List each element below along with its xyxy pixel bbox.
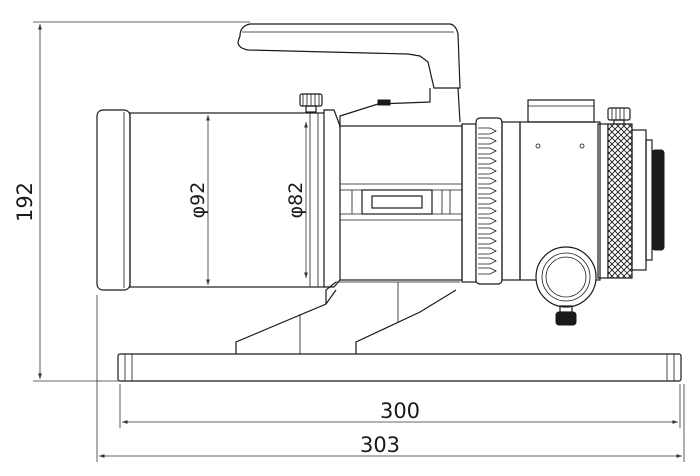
coupling-ridge — [478, 137, 497, 145]
coupling-ridge — [478, 187, 497, 195]
saddle-bracket — [235, 281, 460, 354]
coupling-ridge — [478, 177, 497, 185]
total-length-label: 303 — [360, 433, 400, 457]
outer-diameter-dimension: φ92 — [187, 115, 210, 285]
coupling-ridge — [478, 167, 497, 175]
focuser-lock-screw — [607, 107, 631, 125]
height-label: 192 — [13, 182, 37, 222]
coupling-ridge — [478, 247, 497, 255]
base-length-dimension: 300 — [119, 384, 681, 428]
total-length-dimension: 303 — [96, 295, 685, 462]
focus-knob — [535, 246, 597, 326]
focuser-coupling-ring — [461, 117, 521, 285]
coupling-ridge — [478, 127, 497, 135]
coupling-ridge — [478, 227, 497, 235]
coupling-ridge — [478, 197, 497, 205]
height-dimension: 192 — [13, 21, 250, 382]
inner-diameter-label: φ82 — [285, 182, 307, 219]
coupling-ridge — [478, 267, 497, 275]
dew-shield — [96, 109, 341, 291]
coupling-ridge — [478, 257, 497, 265]
coupling-ridge — [478, 217, 497, 225]
outer-diameter-label: φ92 — [187, 182, 209, 219]
top-handle — [237, 23, 461, 128]
rotator-ring — [597, 123, 665, 279]
tube-lock-knob — [299, 93, 323, 113]
coupling-ridge — [478, 237, 497, 245]
base-plate — [117, 353, 682, 382]
coupling-ridge — [478, 157, 497, 165]
coupling-ridge — [478, 147, 497, 155]
inner-diameter-dimension: φ82 — [285, 122, 308, 278]
main-body — [339, 125, 463, 281]
base-length-label: 300 — [380, 399, 420, 423]
coupling-ridge — [478, 207, 497, 215]
